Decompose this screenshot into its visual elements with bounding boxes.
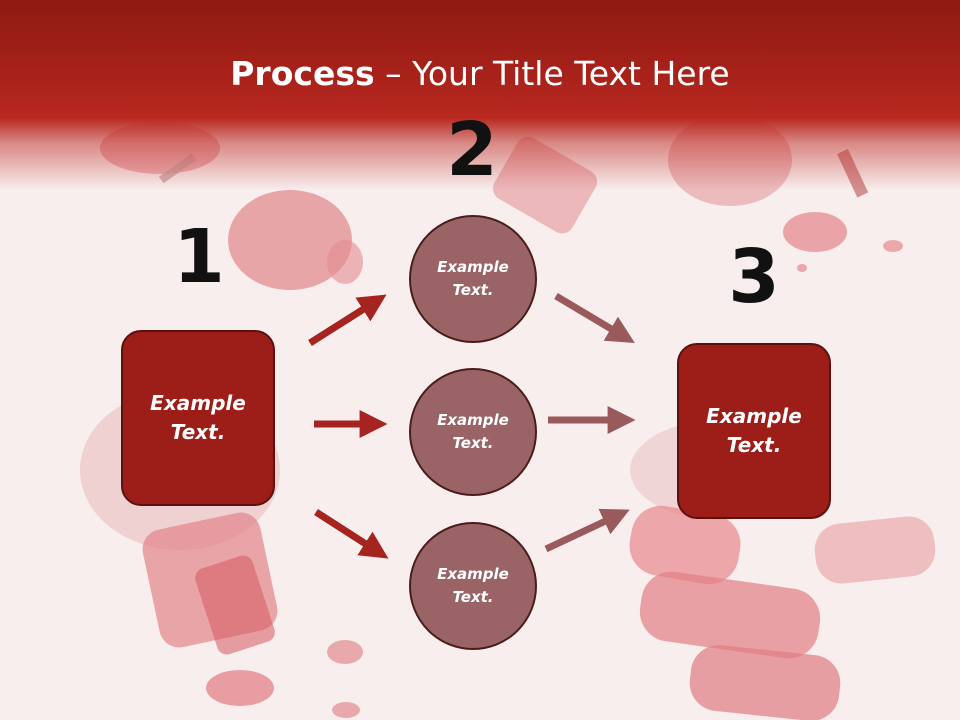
left-box-text: Example Text. xyxy=(150,391,246,444)
step-number-3: 3 xyxy=(728,234,780,320)
slide-title: Process – Your Title Text Here xyxy=(0,52,960,96)
right-process-box: Example Text. xyxy=(677,343,831,519)
step-number-2: 2 xyxy=(446,107,498,193)
bottom-circle: Example Text. xyxy=(409,522,537,650)
arrow-to-bottom-circle xyxy=(314,509,389,559)
title-bold-part: Process xyxy=(230,54,375,93)
arrow-from-bottom-circle xyxy=(544,508,630,553)
left-process-box: Example Text. xyxy=(121,330,275,506)
arrow-from-top-circle xyxy=(554,292,635,344)
top-circle-text: Example Text. xyxy=(437,258,509,299)
step-number-1: 1 xyxy=(173,214,225,300)
right-box-text: Example Text. xyxy=(706,404,802,457)
middle-circle: Example Text. xyxy=(409,368,537,496)
middle-circle-text: Example Text. xyxy=(437,411,509,452)
header-band xyxy=(0,0,960,190)
bottom-circle-text: Example Text. xyxy=(437,565,509,606)
top-circle: Example Text. xyxy=(409,215,537,343)
title-rest-part: – Your Title Text Here xyxy=(374,54,730,93)
arrow-to-top-circle xyxy=(308,294,387,346)
